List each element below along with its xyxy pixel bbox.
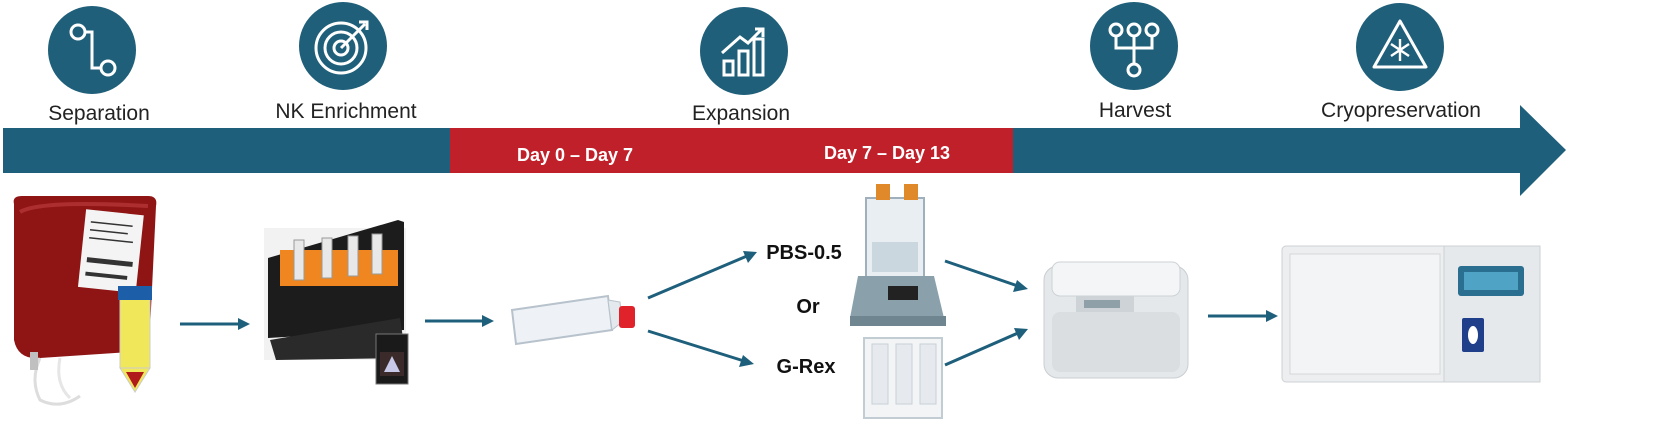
pbs-bioreactor-image [850,184,946,326]
grex-vessel-image [863,337,943,419]
flow-arrow-pbs-to-harvest [944,259,1028,292]
harvest-icon [1090,2,1178,90]
step-label-separation: Separation [48,102,150,125]
separation-icon [48,6,136,94]
flow-arrow-to-pbs [647,251,757,300]
flow-arrow-2 [425,315,494,327]
culture-flask-image [510,294,635,346]
freezer-image [1281,245,1541,383]
magnet-device-image [264,220,409,385]
method-label-grex: G-Rex [776,356,836,378]
method-label-pbs: PBS-0.5 [766,242,842,264]
flow-arrow-1 [180,318,250,330]
flow-arrow-to-grex [647,329,754,367]
step-label-nk-enrichment: NK Enrichment [275,100,417,123]
cryopreservation-icon [1356,3,1444,91]
method-label-or: Or [796,296,820,318]
flow-arrow-grex-to-harvest [944,328,1028,367]
step-label-cryopreservation: Cryopreservation [1321,99,1481,122]
phase-label-day7-day13: Day 7 – Day 13 [823,143,951,163]
blood-bag-image [13,196,157,406]
centrifuge-image [1043,261,1189,379]
step-label-harvest: Harvest [1098,99,1172,122]
step-label-expansion: Expansion [691,102,791,125]
expansion-icon [700,7,788,95]
nk-enrichment-icon [299,2,387,90]
flow-arrow-to-cryo [1208,310,1278,322]
phase-label-day0-day7: Day 0 – Day 7 [516,145,634,165]
timeline-phase-highlight [450,128,1013,173]
